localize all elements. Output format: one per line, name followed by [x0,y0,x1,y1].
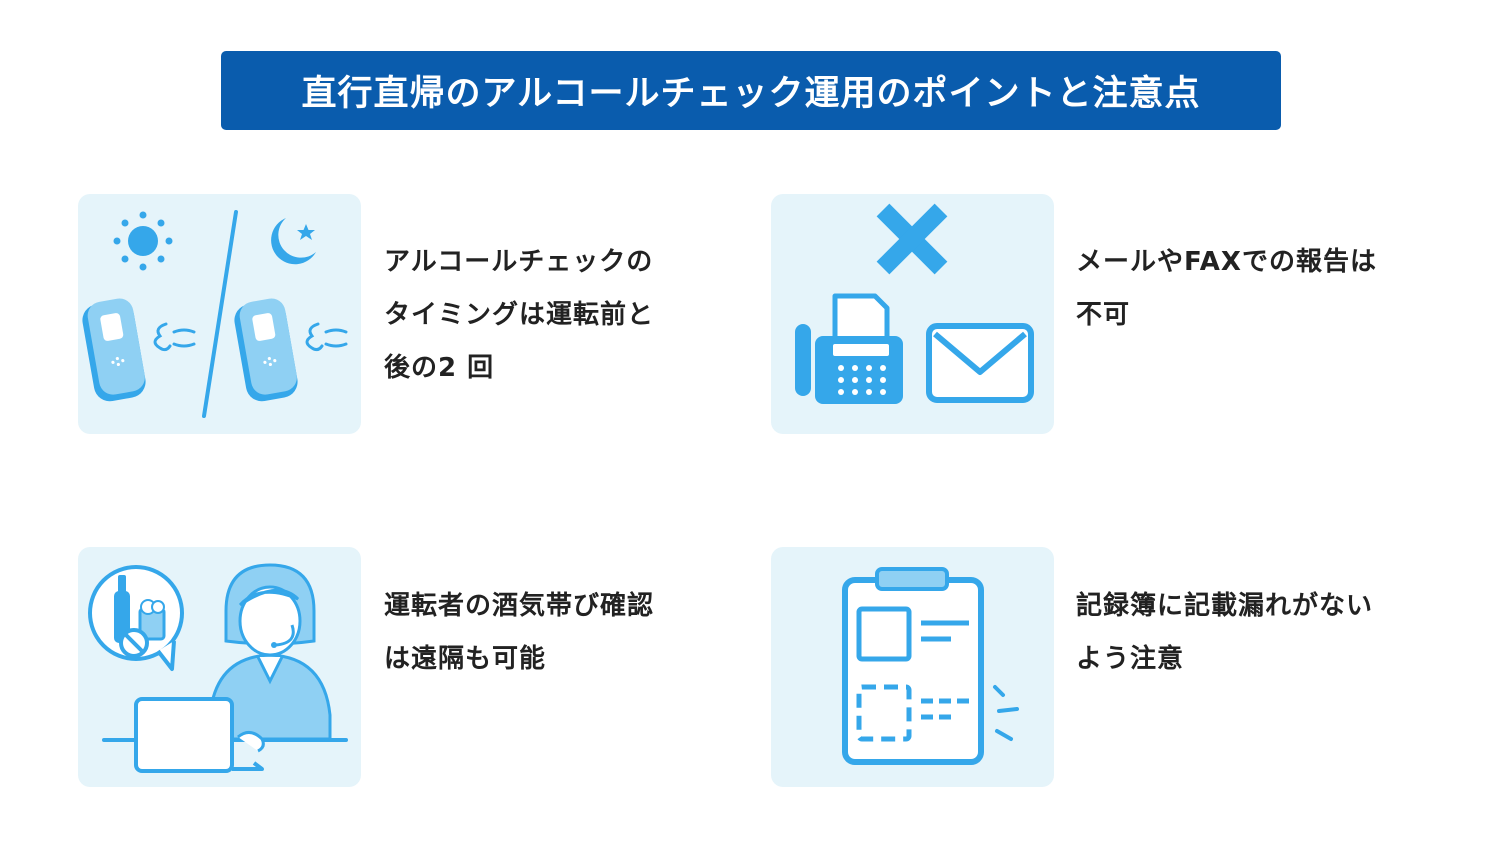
point-caption-record: 記録簿に記載漏れがない よう注意 [1076,591,1374,674]
laptop-icon [134,697,265,773]
point-caption-remote: 運転者の酒気帯び確認 は遠隔も可能 [384,591,655,674]
remote-confirmation-icon [88,563,348,773]
operator-person-icon [208,563,332,741]
point-card-remote [78,547,361,787]
title-banner: 直行直帰のアルコールチェック運用のポイントと注意点 [221,51,1281,130]
sun-icon [113,211,173,271]
breathalyzer-day-night-icon [82,210,348,418]
point-card-record [771,547,1054,787]
page-title: 直行直帰のアルコールチェック運用のポイントと注意点 [301,74,1201,114]
point-caption-no-fax-mail: メールやFAXでの報告は 不可 [1076,247,1377,330]
envelope-icon [926,323,1034,403]
breathalyzer-right-icon [234,298,348,402]
point-card-no-fax-mail [771,194,1054,434]
clipboard-record-icon [842,567,1019,765]
point-caption-timing: アルコールチェックの タイミングは運転前と 後の2 回 [384,247,655,383]
attention-lines-icon [993,685,1019,741]
no-fax-mail-icon [795,203,1034,404]
breathalyzer-left-icon [82,298,196,402]
no-alcohol-bubble-icon [88,565,184,671]
point-card-timing [78,194,361,434]
moon-icon [271,218,316,265]
fax-icon [795,293,903,404]
cross-icon [876,203,948,275]
